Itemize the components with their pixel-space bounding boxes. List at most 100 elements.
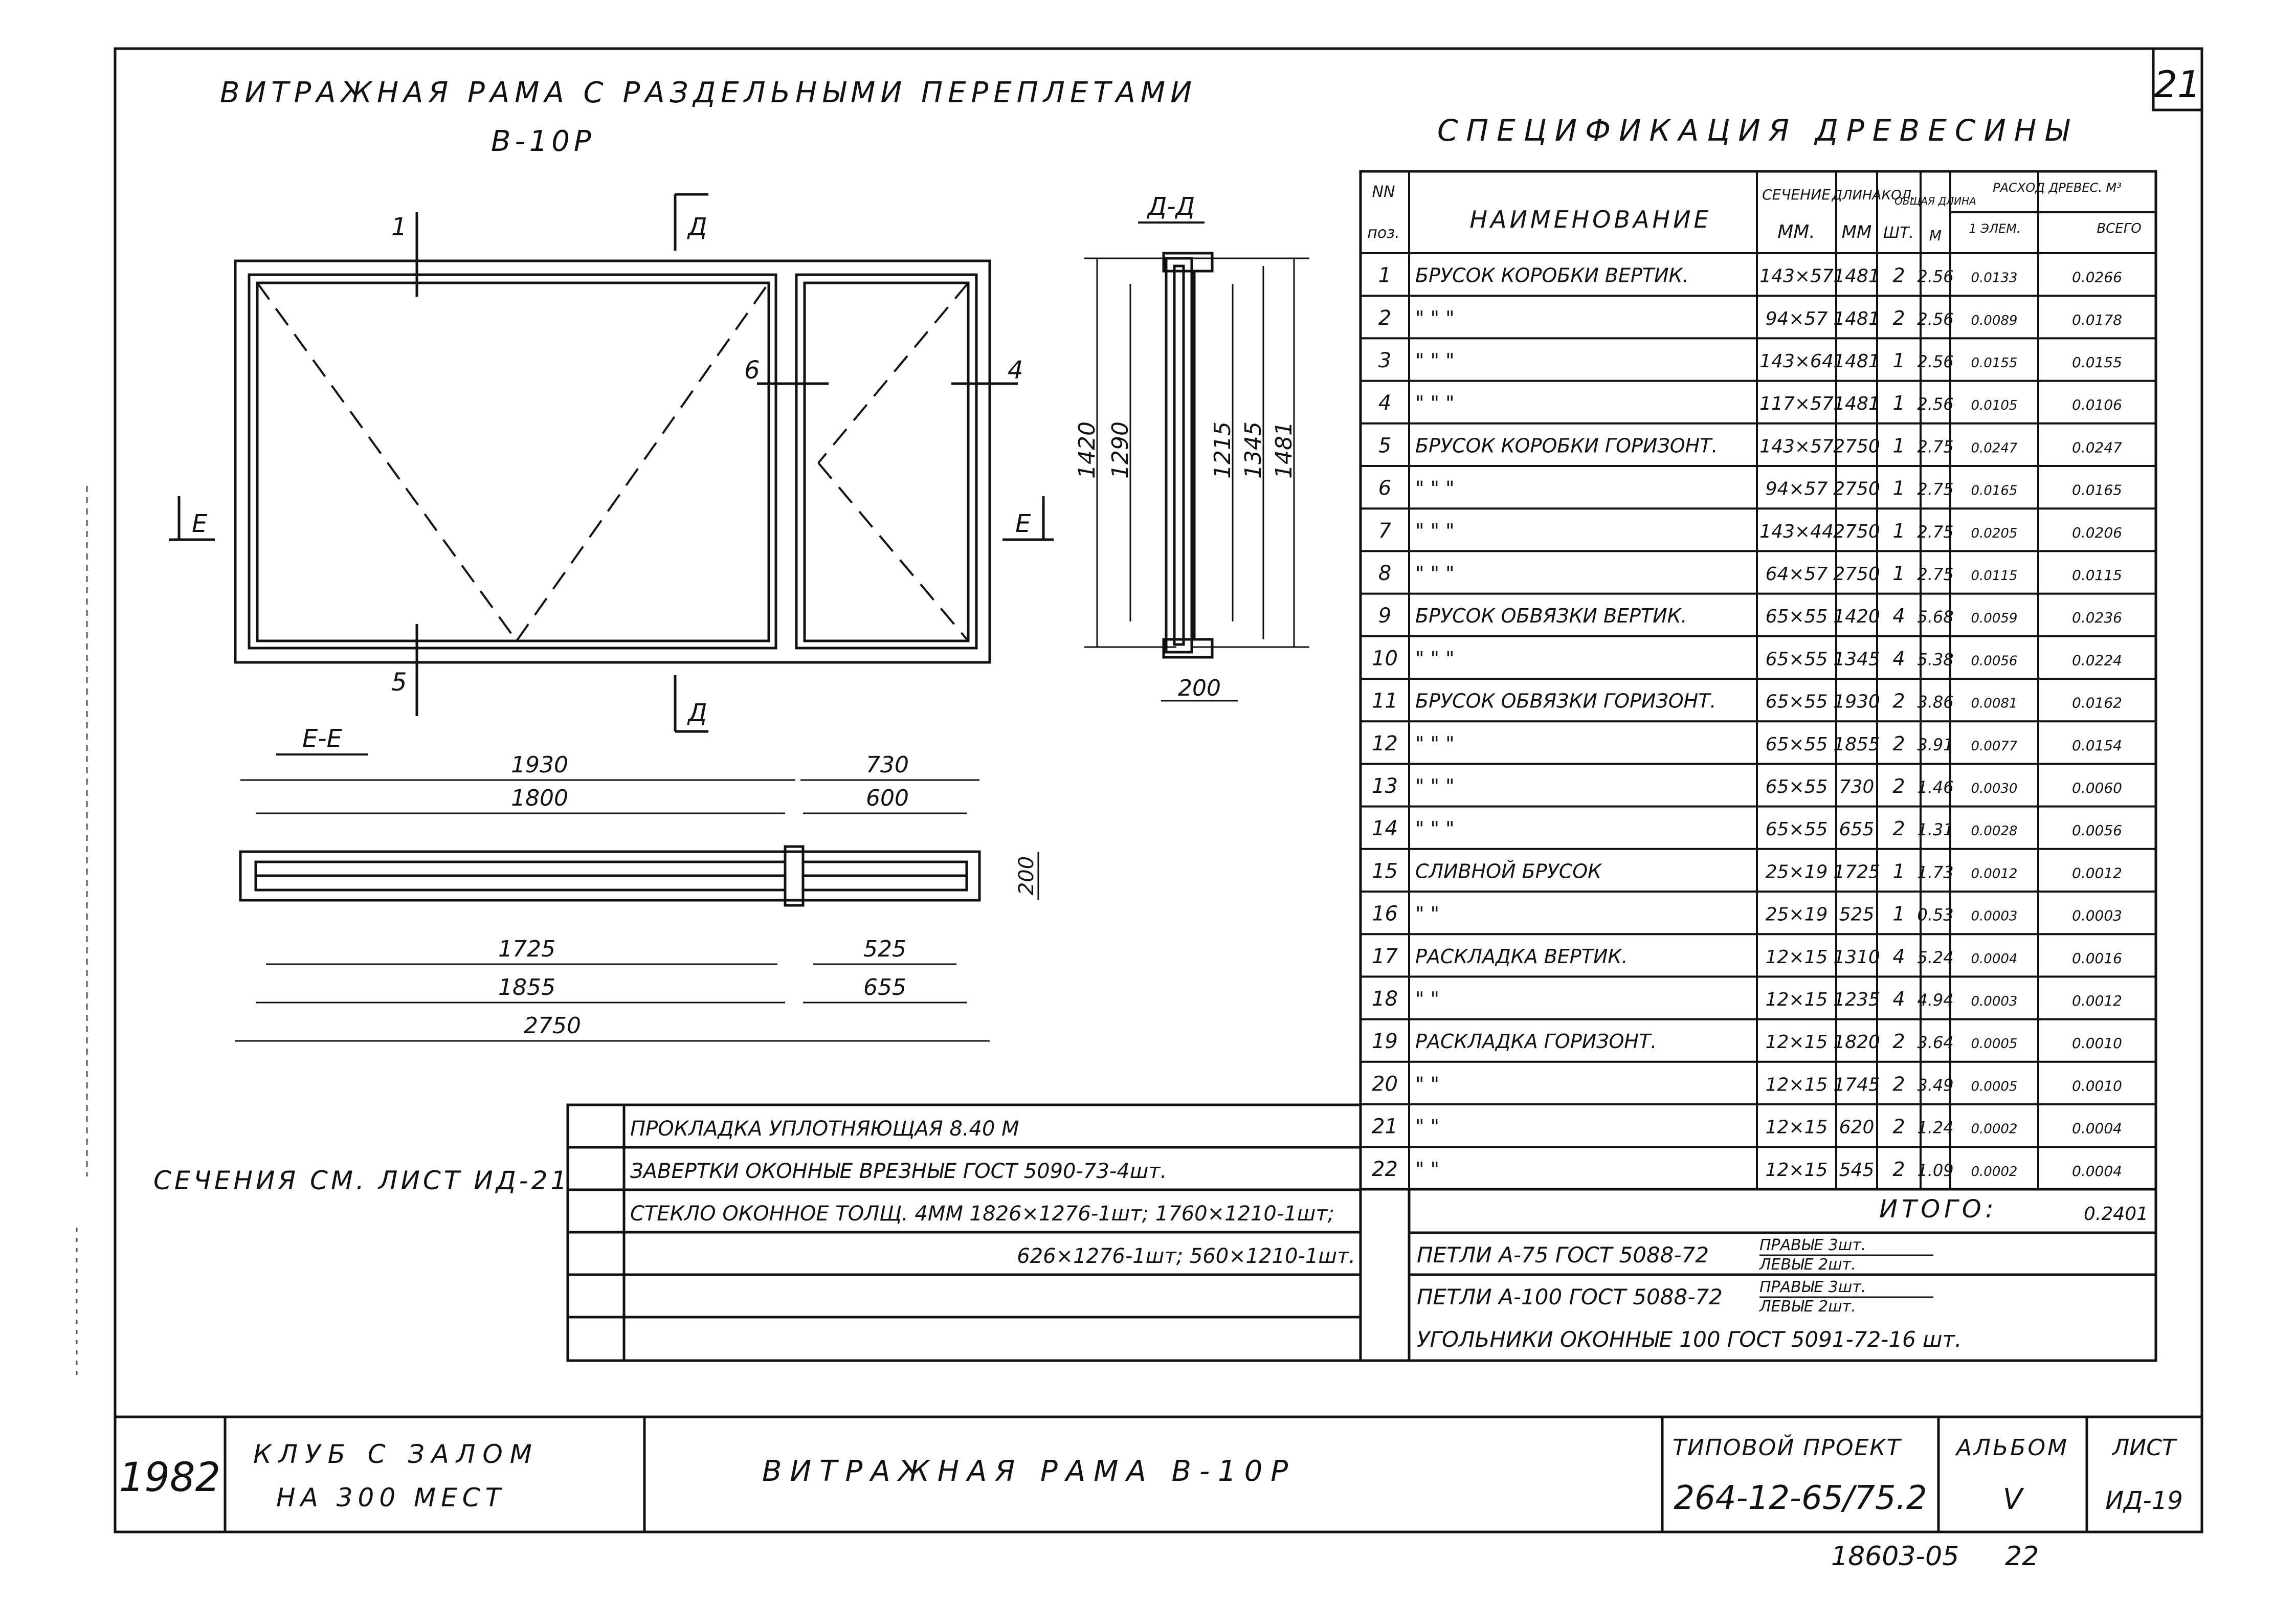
spec-cell-name: РАСКЛАДКА ГОРИЗОНТ.	[1415, 1030, 1657, 1053]
hardware-item: УГОЛЬНИКИ ОКОННЫЕ 100 ГОСТ 5091-72-16 шт…	[1417, 1327, 1961, 1352]
spec-cell-one: 0.0005	[1971, 1036, 2018, 1052]
title-sheet-label: ЛИСТ	[2111, 1435, 2177, 1461]
spec-cell-qty: 2	[1892, 732, 1905, 755]
spec-cell-qty: 4	[1892, 605, 1905, 627]
dim-aa-1420: 1420	[1074, 421, 1100, 479]
title-album-value: V	[2003, 1483, 2024, 1516]
spec-cell-all: 0.0012	[2072, 864, 2122, 881]
dim-ee-2750: 2750	[524, 1013, 581, 1039]
spec-cell-sec: 64×57	[1766, 564, 1828, 585]
sheet-number: 21	[2154, 63, 2201, 106]
materials-table	[566, 1103, 1362, 1362]
spec-cell-sec: 12×15	[1766, 947, 1828, 968]
spec-cell-qty: 4	[1892, 945, 1905, 968]
spec-cell-len: 2750	[1833, 564, 1880, 585]
spec-cell-all: 0.0010	[2072, 1035, 2122, 1052]
dim-aa-1345: 1345	[1240, 421, 1266, 479]
title-type-project-number: 264-12-65/75.2	[1674, 1479, 1927, 1517]
spec-cell-pos: 22	[1372, 1158, 1398, 1181]
spec-cell-total: 2.75	[1917, 437, 1953, 456]
section-aa-dimensions	[1084, 257, 1309, 702]
dim-ee-730: 730	[866, 752, 909, 778]
title-album-label: АЛЬБОМ	[1955, 1435, 2069, 1461]
spec-cell-len: 1930	[1833, 692, 1880, 713]
header-all: ВСЕГО	[2097, 221, 2141, 236]
title-type-project-label: ТИПОВОЙ ПРОЕКТ	[1673, 1434, 1902, 1461]
spec-cell-len: 1855	[1833, 734, 1880, 755]
dim-ee-525: 525	[863, 936, 906, 962]
spec-cell-qty: 1	[1892, 477, 1905, 500]
spec-cell-qty: 1	[1892, 349, 1905, 372]
spec-cell-sec: 65×55	[1766, 734, 1828, 755]
spec-cell-all: 0.0012	[2072, 992, 2122, 1009]
spec-cell-one: 0.0115	[1971, 568, 2018, 584]
spec-cell-len: 2750	[1833, 521, 1880, 542]
spec-cell-pos: 14	[1372, 817, 1398, 840]
spec-cell-sec: 12×15	[1766, 1074, 1828, 1095]
materials-row: ЗАВЕРТКИ ОКОННЫЕ ВРЕЗНЫЕ ГОСТ 5090-73-4ш…	[630, 1160, 1167, 1183]
spec-cell-qty: 4	[1892, 988, 1905, 1010]
spec-cell-name: РАСКЛАДКА ВЕРТИК.	[1415, 945, 1628, 968]
dim-aa-200: 200	[1178, 675, 1221, 701]
materials-row: 626×1276-1шт; 560×1210-1шт.	[1017, 1244, 1355, 1268]
spec-cell-name: " " "	[1415, 307, 1455, 329]
header-consumption: РАСХОД ДРЕВЕС. М³	[1993, 181, 2122, 195]
header-per-one: 1 ЭЛЕМ.	[1969, 221, 2020, 236]
spec-cell-total: 3.86	[1917, 693, 1953, 712]
spec-cell-one: 0.0059	[1971, 611, 2018, 626]
dim-aa-1215: 1215	[1210, 421, 1236, 479]
spec-cell-len: 1310	[1833, 947, 1880, 968]
dim-ee-1855: 1855	[498, 974, 555, 1000]
header-name: НАИМЕНОВАНИЕ	[1469, 206, 1711, 233]
sheet-frame	[114, 47, 2203, 1533]
spec-cell-all: 0.0056	[2072, 822, 2122, 839]
title-project-name-1: КЛУБ С ЗАЛОМ	[253, 1439, 539, 1469]
spec-cell-name: " "	[1415, 1073, 1439, 1095]
spec-cell-pos: 16	[1372, 902, 1398, 926]
spec-cell-len: 2750	[1833, 479, 1880, 500]
spec-cell-one: 0.0089	[1971, 313, 2018, 328]
spec-cell-all: 0.0266	[2072, 269, 2122, 286]
spec-cell-sec: 65×55	[1766, 819, 1828, 840]
spec-cell-qty: 2	[1892, 817, 1905, 840]
header-total-unit: М	[1929, 227, 1942, 244]
spec-cell-total: 2.56	[1917, 352, 1953, 371]
hardware-left-qty: ЛЕВЫЕ 2шт.	[1759, 1298, 1856, 1316]
section-e-mark-right: Е	[1015, 509, 1031, 538]
dim-aa-1481: 1481	[1271, 421, 1297, 479]
spec-cell-qty: 1	[1892, 392, 1905, 414]
spec-table-header: NN поз. НАИМЕНОВАНИЕ СЕЧЕНИЕ ММ. ДЛИНА М…	[1367, 181, 2141, 244]
spec-cell-len: 2750	[1833, 436, 1880, 457]
dim-ee-655: 655	[863, 974, 906, 1000]
spec-cell-sec: 65×55	[1766, 776, 1828, 797]
spec-cell-one: 0.0028	[1971, 824, 2018, 839]
title-sheet-title: ВИТРАЖНАЯ РАМА В-10Р	[762, 1455, 1296, 1488]
spec-cell-len: 1481	[1833, 308, 1880, 329]
spec-cell-sec: 117×57	[1759, 393, 1834, 414]
spec-cell-pos: 6	[1378, 477, 1391, 500]
drawing-title: ВИТРАЖНАЯ РАМА С РАЗДЕЛЬНЫМИ ПЕРЕПЛЕТАМИ	[220, 76, 1197, 109]
spec-cell-qty: 4	[1892, 647, 1905, 670]
spec-cell-name: БРУСОК ОБВЯЗКИ ВЕРТИК.	[1415, 605, 1687, 627]
spec-cell-sec: 94×57	[1766, 308, 1828, 329]
spec-cell-total: 2.56	[1917, 309, 1953, 329]
spec-cell-one: 0.0247	[1971, 440, 2018, 456]
title-sheet-value: ИД-19	[2105, 1486, 2183, 1515]
spec-cell-total: 1.73	[1917, 862, 1953, 882]
spec-cell-name: " "	[1415, 1116, 1439, 1138]
spec-cell-sec: 25×19	[1766, 861, 1828, 882]
spec-cell-all: 0.0224	[2072, 652, 2122, 669]
spec-cell-qty: 1	[1892, 860, 1905, 882]
dim-ee-200: 200	[1015, 856, 1038, 895]
spec-cell-pos: 20	[1372, 1072, 1398, 1096]
spec-cell-pos: 15	[1372, 859, 1398, 883]
